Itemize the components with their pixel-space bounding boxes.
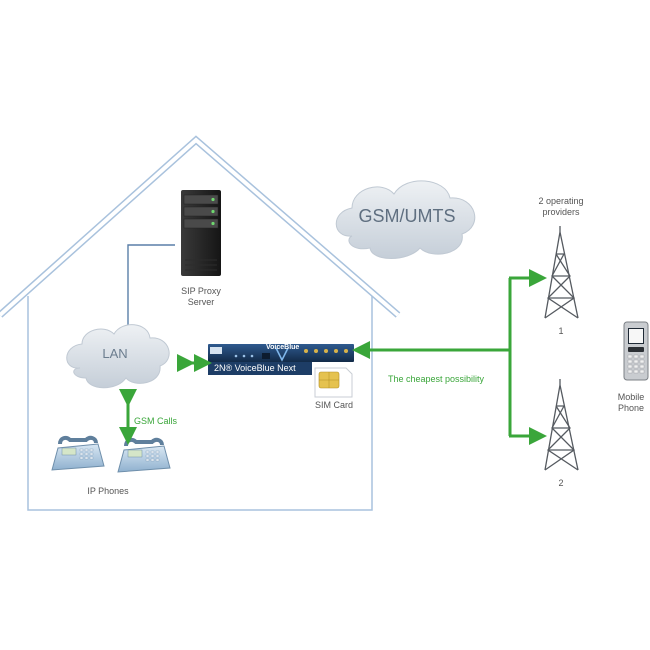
sim-card-label: SIM Card [314, 400, 353, 410]
lan-cloud [66, 324, 170, 389]
sip-proxy-label-line2: Server [187, 297, 215, 307]
server-icon [181, 190, 221, 276]
mobile-phone-icon [623, 321, 649, 381]
providers-label-line2: providers [542, 207, 580, 217]
cell-tower-icon [544, 379, 579, 471]
mobile-phone-label-line2: Phone [617, 403, 645, 413]
sip-proxy-label: SIP Proxy Server [168, 286, 234, 308]
ip-phone-icon [51, 435, 105, 471]
house-outline [0, 135, 401, 511]
cell-tower-icon [544, 226, 579, 319]
sim-card-icon [314, 367, 353, 398]
gsm-umts-cloud [335, 180, 476, 259]
ip-phone-icon [117, 437, 171, 473]
sip-proxy-label-line1: SIP Proxy [181, 286, 221, 296]
providers-label: 2 operating providers [528, 196, 594, 218]
gsm-calls-label: GSM Calls [134, 416, 178, 426]
tower-1-label: 1 [558, 326, 564, 336]
device-name: 2N® VoiceBlue Next [214, 363, 296, 373]
ip-phones-label: IP Phones [87, 486, 129, 496]
mobile-phone-label-line1: Mobile [617, 392, 645, 402]
gsm-umts-cloud-label: GSM/UMTS [358, 206, 456, 226]
mobile-phone-label: Mobile Phone [612, 392, 650, 414]
provider-link-arrows [352, 269, 547, 445]
providers-label-line1: 2 operating [538, 196, 584, 206]
voiceblue-device [208, 344, 354, 375]
lan-cloud-label: LAN [102, 346, 128, 361]
device-badge: VoiceBlue [266, 344, 300, 351]
cheapest-possibility-label: The cheapest possibility [388, 374, 485, 384]
lan-connections [127, 244, 175, 338]
tower-2-label: 2 [558, 478, 564, 488]
